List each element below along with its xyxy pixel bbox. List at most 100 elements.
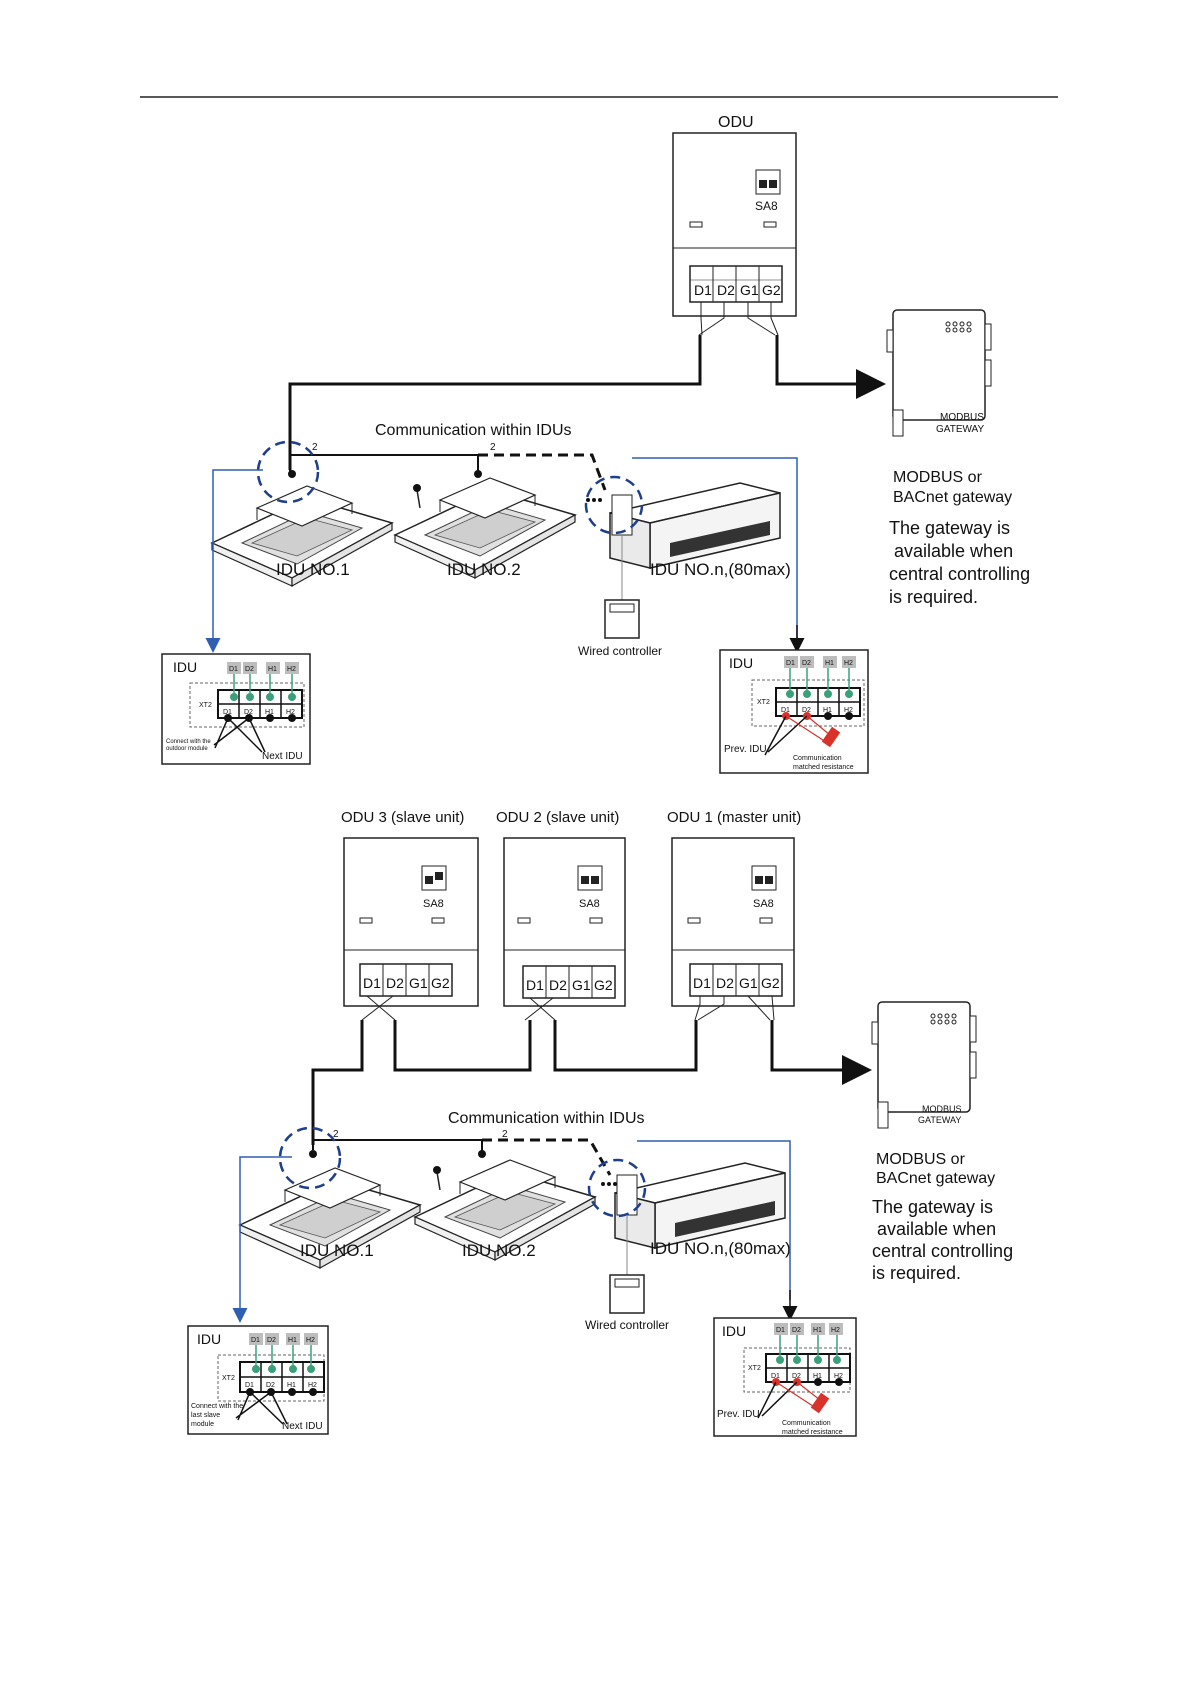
- box-b-left-bot-h2: H2: [308, 1382, 317, 1389]
- box-left-top-h2: H2: [287, 666, 296, 673]
- idu-comm-wire-dashed: [478, 453, 607, 491]
- terminal-d2: D2: [717, 282, 735, 298]
- box-right-xt2: XT2: [757, 699, 770, 706]
- gateway-b-note-1: The gateway is: [872, 1197, 993, 1217]
- odu3-t-d1: D1: [363, 975, 381, 991]
- box-right-top-h2: H2: [844, 660, 853, 667]
- odu1-t-g1: G1: [739, 975, 758, 991]
- box-left-note-1: Connect with the: [166, 739, 211, 745]
- odu2-sa8: SA8: [579, 898, 600, 910]
- box-b-left-bot-d1: D1: [245, 1382, 254, 1389]
- box-b-left-note-3: module: [191, 1421, 214, 1428]
- odu2-t-d1: D1: [526, 977, 544, 993]
- gateway-b-title-2: BACnet gateway: [876, 1170, 995, 1187]
- top-diagram: ODU SA8 D1 D2 G1 G2 MODBUS GATEWAY MODBU…: [161, 114, 1030, 774]
- gateway-gateway-label: GATEWAY: [936, 424, 984, 435]
- box-right-note-2: matched resistance: [793, 764, 854, 771]
- odu1-t-d2: D2: [716, 975, 734, 991]
- gateway-b-note-4: is required.: [872, 1263, 961, 1283]
- comm-title: Communication within IDUs: [375, 422, 572, 439]
- terminal-g2: G2: [762, 282, 781, 298]
- box-b-left-top-h2: H2: [306, 1337, 315, 1344]
- box-b-left-next-idu: Next IDU: [282, 1421, 323, 1432]
- odu-wires: [698, 302, 779, 336]
- gateway-b-modbus: MODBUS: [922, 1104, 962, 1114]
- box-left-top-d2: D2: [245, 666, 254, 673]
- box-b-right-title: IDU: [722, 1323, 746, 1339]
- box-left-next-idu: Next IDU: [262, 751, 303, 762]
- bottom-diagram: ODU 3 (slave unit) ODU 2 (slave unit) OD…: [187, 809, 1013, 1437]
- box-b-right-top-d1: D1: [776, 1327, 785, 1334]
- box-left-bot-h2: H2: [286, 709, 295, 716]
- odu-1-unit: [671, 837, 795, 1007]
- box-right-note-1: Communication: [793, 755, 842, 762]
- box-right-bot-d2: D2: [802, 707, 811, 714]
- box-b-right-top-d2: D2: [792, 1327, 801, 1334]
- box-b-left-note-1: Connect with the: [191, 1403, 243, 1410]
- odu1-t-d1: D1: [693, 975, 711, 991]
- idu-b-n: [614, 1162, 786, 1249]
- box-b-left-bot-d2: D2: [266, 1382, 275, 1389]
- gateway-title-2: BACnet gateway: [893, 489, 1012, 506]
- idu-comm-wire: [289, 454, 479, 475]
- odu1-label: ODU 1 (master unit): [667, 809, 801, 826]
- box-right-top-d2: D2: [802, 660, 811, 667]
- box-b-right-top-h1: H1: [813, 1327, 822, 1334]
- idu-b-1-label: IDU NO.1: [300, 1241, 374, 1260]
- cable-number-b-b: 2: [502, 1129, 508, 1140]
- box-right-prev-idu: Prev. IDU: [724, 744, 767, 755]
- leader-left: [205, 469, 263, 653]
- odu2-t-g1: G1: [572, 977, 591, 993]
- gateway-b-note-2: available when: [872, 1219, 996, 1239]
- wired-controller-device: [604, 599, 640, 639]
- sa8-label: SA8: [755, 199, 778, 213]
- terminal-box-b-right: [713, 1317, 857, 1437]
- odu2-t-g2: G2: [594, 977, 613, 993]
- box-left-note-2: outdoor module: [166, 746, 208, 752]
- odu3-label: ODU 3 (slave unit): [341, 809, 464, 826]
- cable-number-b-a: 2: [333, 1129, 339, 1140]
- bus-wire-b-left: [311, 1020, 364, 1145]
- gateway-modbus-label: MODBUS: [940, 412, 984, 423]
- comm-title-b: Communication within IDUs: [448, 1110, 645, 1127]
- idu-n: [609, 482, 781, 569]
- box-right-bot-h1: H1: [823, 707, 832, 714]
- box-b-right-top-h2: H2: [831, 1327, 840, 1334]
- box-left-title: IDU: [173, 659, 197, 675]
- cable-number-b: 2: [490, 442, 496, 453]
- gateway-b-gateway: GATEWAY: [918, 1115, 961, 1125]
- box-b-right-bot-h2: H2: [834, 1373, 843, 1380]
- box-left-top-h1: H1: [268, 666, 277, 673]
- odu2-t-d2: D2: [549, 977, 567, 993]
- gateway-b-note-3: central controlling: [872, 1241, 1013, 1261]
- wired-controller-b-label: Wired controller: [585, 1318, 669, 1332]
- idu2-label: IDU NO.2: [447, 560, 521, 579]
- odu2-label: ODU 2 (slave unit): [496, 809, 619, 826]
- box-b-left-top-d1: D1: [251, 1337, 260, 1344]
- box-b-right-note-2: matched resistance: [782, 1429, 843, 1436]
- box-right-bot-d1: D1: [781, 707, 790, 714]
- terminal-g1: G1: [740, 282, 759, 298]
- box-left-bot-d1: D1: [223, 709, 232, 716]
- callout-circle-b-idu1: [278, 1126, 342, 1190]
- gateway-note-4: is required.: [889, 587, 978, 607]
- callout-circle-b-idun: [587, 1158, 647, 1218]
- wired-controller-label: Wired controller: [578, 644, 662, 658]
- odu3-t-g1: G1: [409, 975, 428, 991]
- odu-unit: [672, 132, 797, 317]
- box-b-left-bot-h1: H1: [287, 1382, 296, 1389]
- cable-number-a: 2: [312, 442, 318, 453]
- box-b-right-xt2: XT2: [748, 1365, 761, 1372]
- odu1-t-g2: G2: [761, 975, 780, 991]
- box-left-xt2: XT2: [199, 702, 212, 709]
- box-b-left-xt2: XT2: [222, 1375, 235, 1382]
- gateway-note-1: The gateway is: [889, 518, 1010, 538]
- callout-circle-idun: [584, 475, 644, 535]
- box-b-right-prev-idu: Prev. IDU: [717, 1409, 760, 1420]
- terminal-d1: D1: [694, 282, 712, 298]
- idu1-label: IDU NO.1: [276, 560, 350, 579]
- gateway-b-title-1: MODBUS or: [876, 1151, 966, 1168]
- gateway-title-1: MODBUS or: [893, 469, 983, 486]
- box-left-top-d1: D1: [229, 666, 238, 673]
